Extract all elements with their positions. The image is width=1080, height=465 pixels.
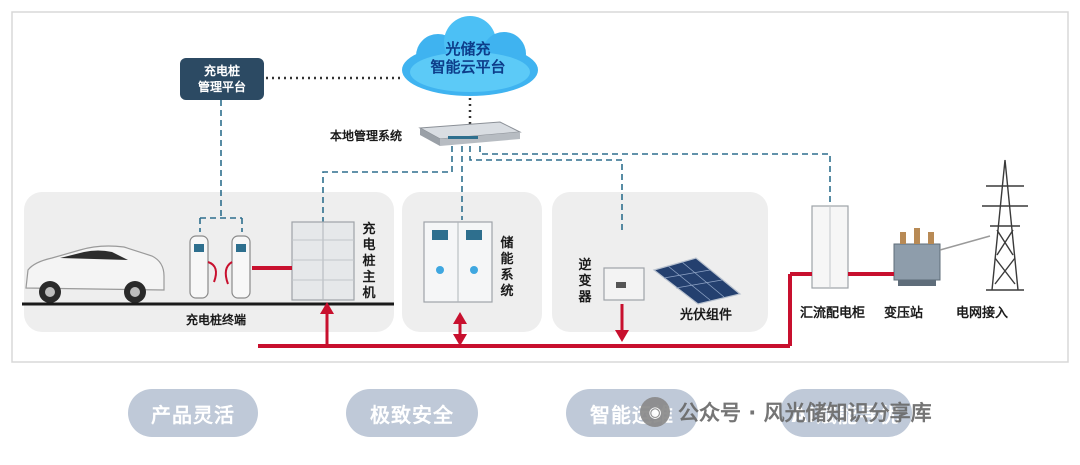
- grid-access-label: 电网接入: [956, 306, 1009, 321]
- charging-platform-line2: 管理平台: [197, 80, 246, 94]
- power-bus: [252, 266, 894, 348]
- cloud-line1: 光储充: [445, 40, 491, 58]
- local-system-device: [418, 121, 522, 146]
- car-icon: [25, 245, 165, 303]
- local-system-label: 本地管理系统: [330, 129, 403, 143]
- inverter-box: [603, 267, 645, 301]
- wechat-logo-icon: ◉: [640, 397, 670, 427]
- pv-module-label: 光伏组件: [680, 308, 733, 323]
- feature-pill-ai: AI赋能寻优: [780, 389, 912, 437]
- transformer-icon: [893, 228, 991, 286]
- cloud-line2: 智能云平台: [430, 58, 506, 76]
- feature-pill-safety: 极致安全: [346, 389, 478, 437]
- arrow-storage: [453, 312, 467, 346]
- watermark-text: 公众号 · 风光储知识分享库: [678, 401, 932, 425]
- cloud-label: 光储充 智能云平台: [408, 40, 528, 76]
- charging-host-cabinet: [291, 221, 355, 301]
- watermark: ◉ 公众号 · 风光储知识分享库: [640, 397, 932, 427]
- charging-platform-line1: 充电桩: [203, 64, 240, 78]
- transmission-tower: [982, 159, 1028, 291]
- cloud-icon: [402, 16, 538, 96]
- combiner-cabinet: [811, 205, 849, 289]
- combiner-cabinet-label: 汇流配电柜: [800, 306, 866, 321]
- outer-frame: [11, 11, 1069, 363]
- inverter-label: 逆变器: [578, 258, 592, 305]
- arrow-host: [320, 302, 334, 346]
- comm-lines: [199, 100, 831, 232]
- charger-post-2: [224, 235, 251, 299]
- charging-terminal-label: 充电桩终端: [186, 313, 247, 327]
- storage-cabinet: [423, 221, 493, 303]
- charging-host-label: 充电桩主机: [362, 222, 376, 301]
- charger-post-1: [189, 235, 217, 299]
- substation-label: 变压站: [884, 306, 924, 321]
- arrow-inverter: [615, 304, 629, 342]
- solar-panel: [652, 257, 742, 305]
- feature-pill-flexible: 产品灵活: [128, 389, 258, 437]
- storage-system-label: 储能系统: [500, 236, 514, 299]
- charging-platform-box: 充电桩 管理平台: [180, 58, 264, 100]
